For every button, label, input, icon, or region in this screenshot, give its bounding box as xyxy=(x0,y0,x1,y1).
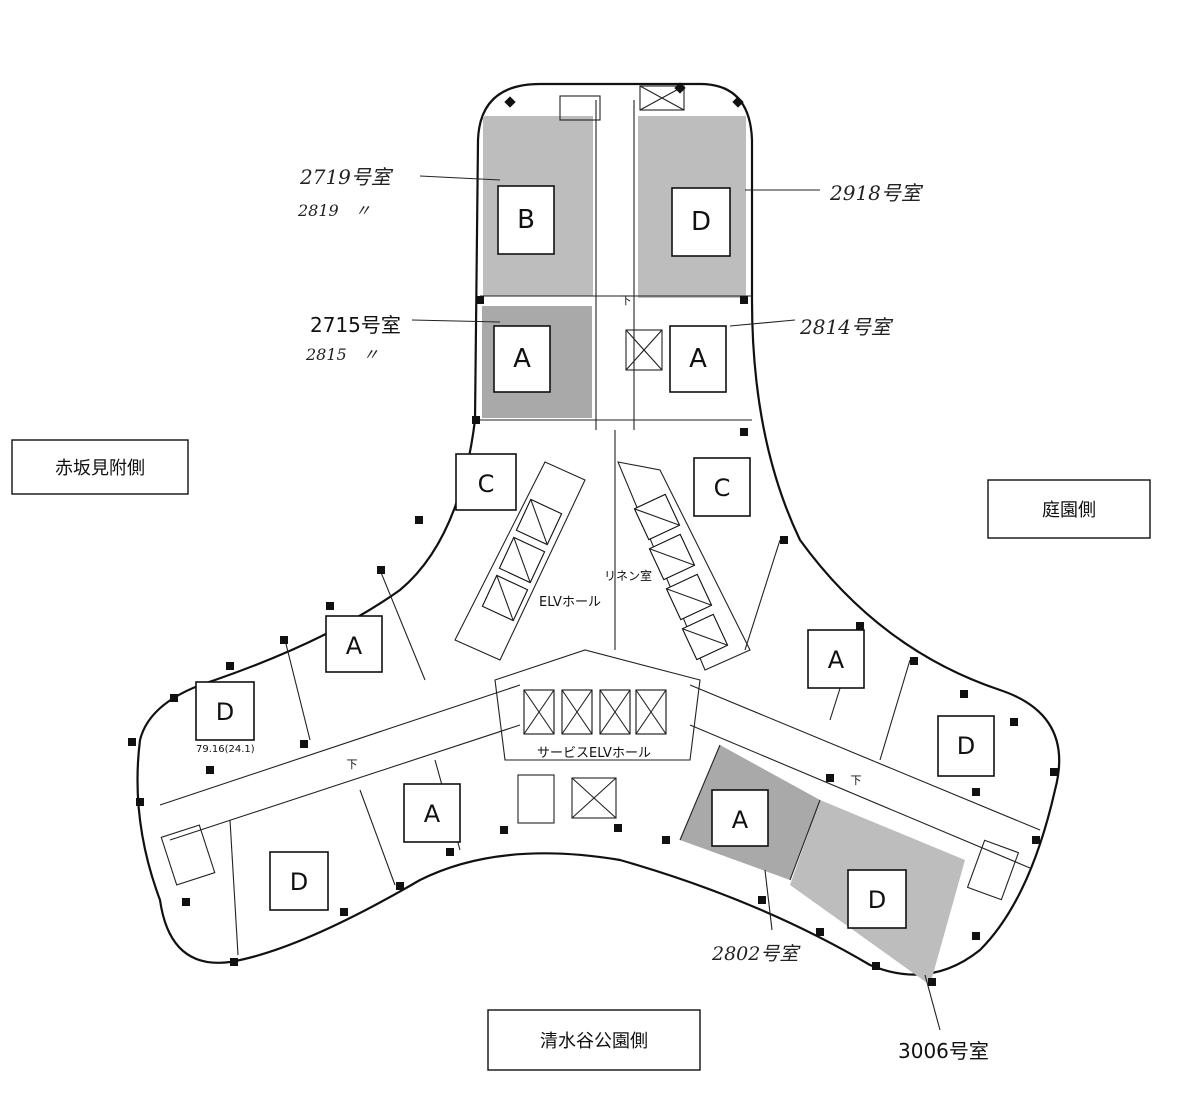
leader-lines xyxy=(411,175,941,1031)
shaft-x xyxy=(625,329,663,371)
unit-label: B xyxy=(517,205,535,235)
svg-text:赤坂見附側: 赤坂見附側 xyxy=(55,458,145,479)
divider xyxy=(789,799,821,881)
elv-cars-left xyxy=(481,498,563,622)
divider xyxy=(879,659,911,761)
divider xyxy=(284,639,311,741)
unit-north-mid-left: A xyxy=(493,325,551,393)
room-label-2814: 2814号室 xyxy=(799,315,894,339)
elv-hall-label: ELVホール xyxy=(539,595,601,610)
room-label-2819: 2819 〃 xyxy=(297,201,371,220)
unit-inner-right: C xyxy=(693,457,751,517)
service-core xyxy=(494,649,701,761)
divider xyxy=(229,819,239,956)
room-label-2918: 2918号室 xyxy=(829,181,924,205)
north-shaft xyxy=(639,85,685,111)
east-stair xyxy=(966,839,1020,901)
side-label-garden: 庭園側 xyxy=(987,479,1151,539)
side-label-akasaka: 赤坂見附側 xyxy=(11,439,189,495)
unit-label: A xyxy=(828,646,845,674)
elv-bank-left xyxy=(454,461,586,661)
divider xyxy=(744,539,781,651)
svg-text:清水谷公園側: 清水谷公園側 xyxy=(540,1031,648,1052)
unit-label: D xyxy=(290,868,308,896)
unit-label: D xyxy=(957,732,975,760)
corridor-mark-north: 下 xyxy=(621,294,632,307)
svg-text:庭園側: 庭園側 xyxy=(1042,500,1096,521)
divider xyxy=(379,569,426,681)
unit-label: C xyxy=(714,474,731,502)
side-label-shimizudani: 清水谷公園側 xyxy=(487,1009,701,1071)
unit-west-a-bottom: A xyxy=(403,783,461,843)
south-stair xyxy=(517,774,555,824)
unit-label: A xyxy=(424,800,441,828)
east-corridor-top xyxy=(689,684,1041,831)
service-elv-hall-label: サービスELVホール xyxy=(537,746,651,761)
room-label-2815: 2815 〃 xyxy=(305,345,379,364)
corridor-mark-west: 下 xyxy=(347,758,358,771)
unit-west-d-top: D xyxy=(195,681,255,741)
room-label-2715: 2715号室 xyxy=(310,313,401,337)
east-corridor-bottom xyxy=(689,724,1031,869)
corridor-mark-east: 下 xyxy=(851,774,862,787)
unit-label: A xyxy=(346,632,363,660)
unit-label: A xyxy=(513,344,531,374)
unit-north-left: B xyxy=(497,185,555,255)
west-corridor-top xyxy=(159,684,521,806)
divider xyxy=(359,789,396,886)
elv-cars-right xyxy=(633,493,729,661)
unit-east-a-bottom: A xyxy=(711,789,769,847)
unit-west-a: A xyxy=(325,615,383,673)
service-elv-cars xyxy=(523,689,667,735)
linen-room-label: リネン室 xyxy=(604,568,652,583)
unit-label: A xyxy=(689,344,707,374)
room-label-2802: 2802号室 xyxy=(711,943,801,965)
unit-label: D xyxy=(868,886,886,914)
unit-label: D xyxy=(691,207,711,237)
unit-north-right: D xyxy=(671,187,731,257)
unit-west-d-bottom: D xyxy=(269,851,329,911)
unit-north-mid-right: A xyxy=(669,325,727,393)
south-shaft xyxy=(571,777,617,819)
room-label-2719: 2719号室 xyxy=(299,165,394,189)
building-outline xyxy=(136,82,1061,976)
unit-inner-left: C xyxy=(455,453,517,511)
unit-label: C xyxy=(478,470,495,498)
unit-east-d-bottom: D xyxy=(847,869,907,929)
unit-label: A xyxy=(732,806,749,834)
west-corridor-bottom xyxy=(169,724,521,841)
west-stair xyxy=(160,824,216,886)
north-shaft-2 xyxy=(625,329,663,371)
shaft-x xyxy=(571,777,617,819)
divider xyxy=(679,744,721,841)
area-note-west: 79.16(24.1) xyxy=(196,744,255,755)
unit-east-d-top: D xyxy=(937,715,995,777)
unit-east-a: A xyxy=(807,629,865,689)
unit-label: D xyxy=(216,698,234,726)
room-label-3006: 3006号室 xyxy=(898,1039,989,1063)
north-stair xyxy=(559,95,601,121)
